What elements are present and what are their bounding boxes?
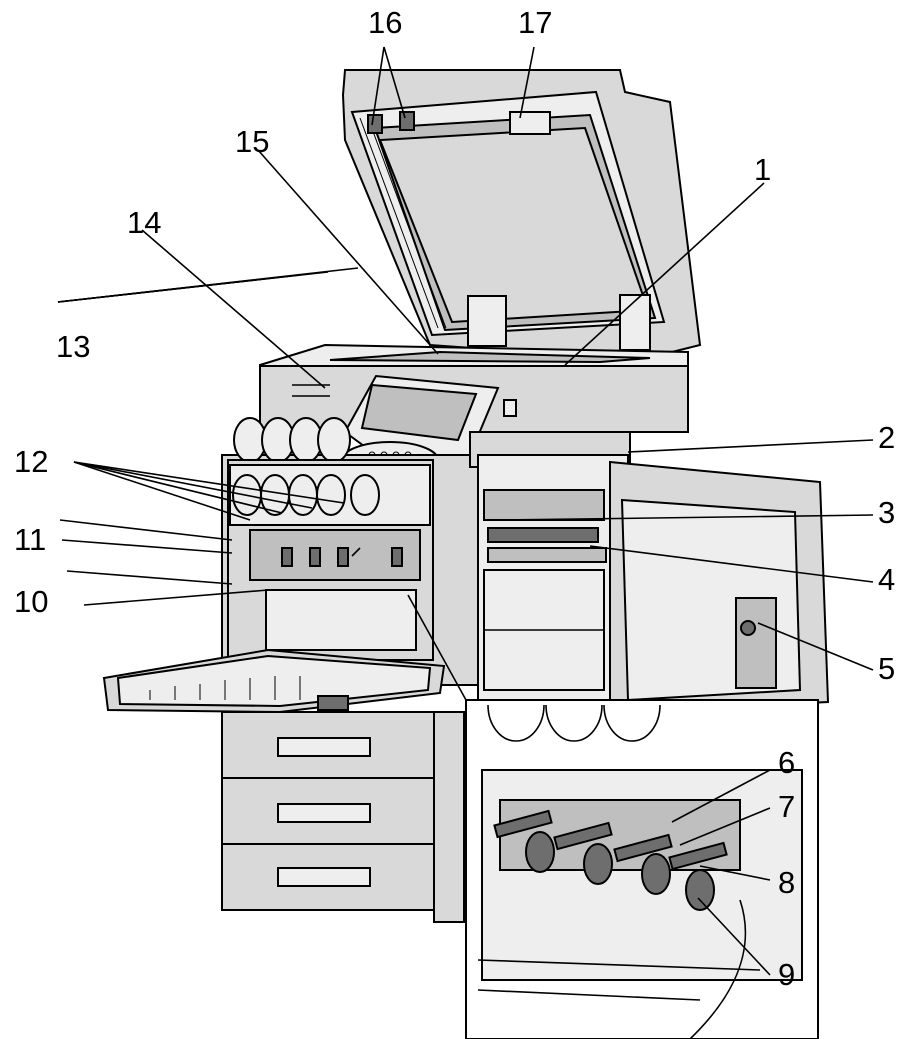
inset-detail: [465, 699, 819, 1039]
callout-15: 15: [235, 124, 269, 159]
callout-labels: 1 2 3 4 5 6 7 8 9 10 11 12 13 14 15 16 1…: [14, 5, 895, 992]
callout-1: 1: [754, 152, 771, 187]
front-door: [102, 648, 446, 714]
callout-2: 2: [878, 420, 895, 455]
paper-trays: [221, 711, 465, 923]
document-feeder-lid: [341, 69, 702, 362]
callout-3: 3: [878, 495, 895, 530]
callout-4: 4: [878, 562, 895, 597]
document-guides: [367, 111, 415, 134]
callout-7: 7: [778, 789, 795, 824]
callout-9: 9: [778, 957, 795, 992]
callout-17: 17: [518, 5, 552, 40]
callout-14: 14: [127, 205, 161, 240]
callout-5: 5: [878, 651, 895, 686]
toner-compartment: [227, 459, 434, 661]
toner-cartridges: [233, 417, 351, 463]
callout-10: 10: [14, 584, 48, 619]
callout-12: 12: [14, 444, 48, 479]
callout-6: 6: [778, 745, 795, 780]
leader-lines: [57, 46, 874, 976]
callout-13: 13: [56, 329, 90, 364]
right-side-door: [477, 454, 830, 714]
callout-16: 16: [368, 5, 402, 40]
callout-8: 8: [778, 865, 795, 900]
callout-11: 11: [14, 522, 46, 557]
